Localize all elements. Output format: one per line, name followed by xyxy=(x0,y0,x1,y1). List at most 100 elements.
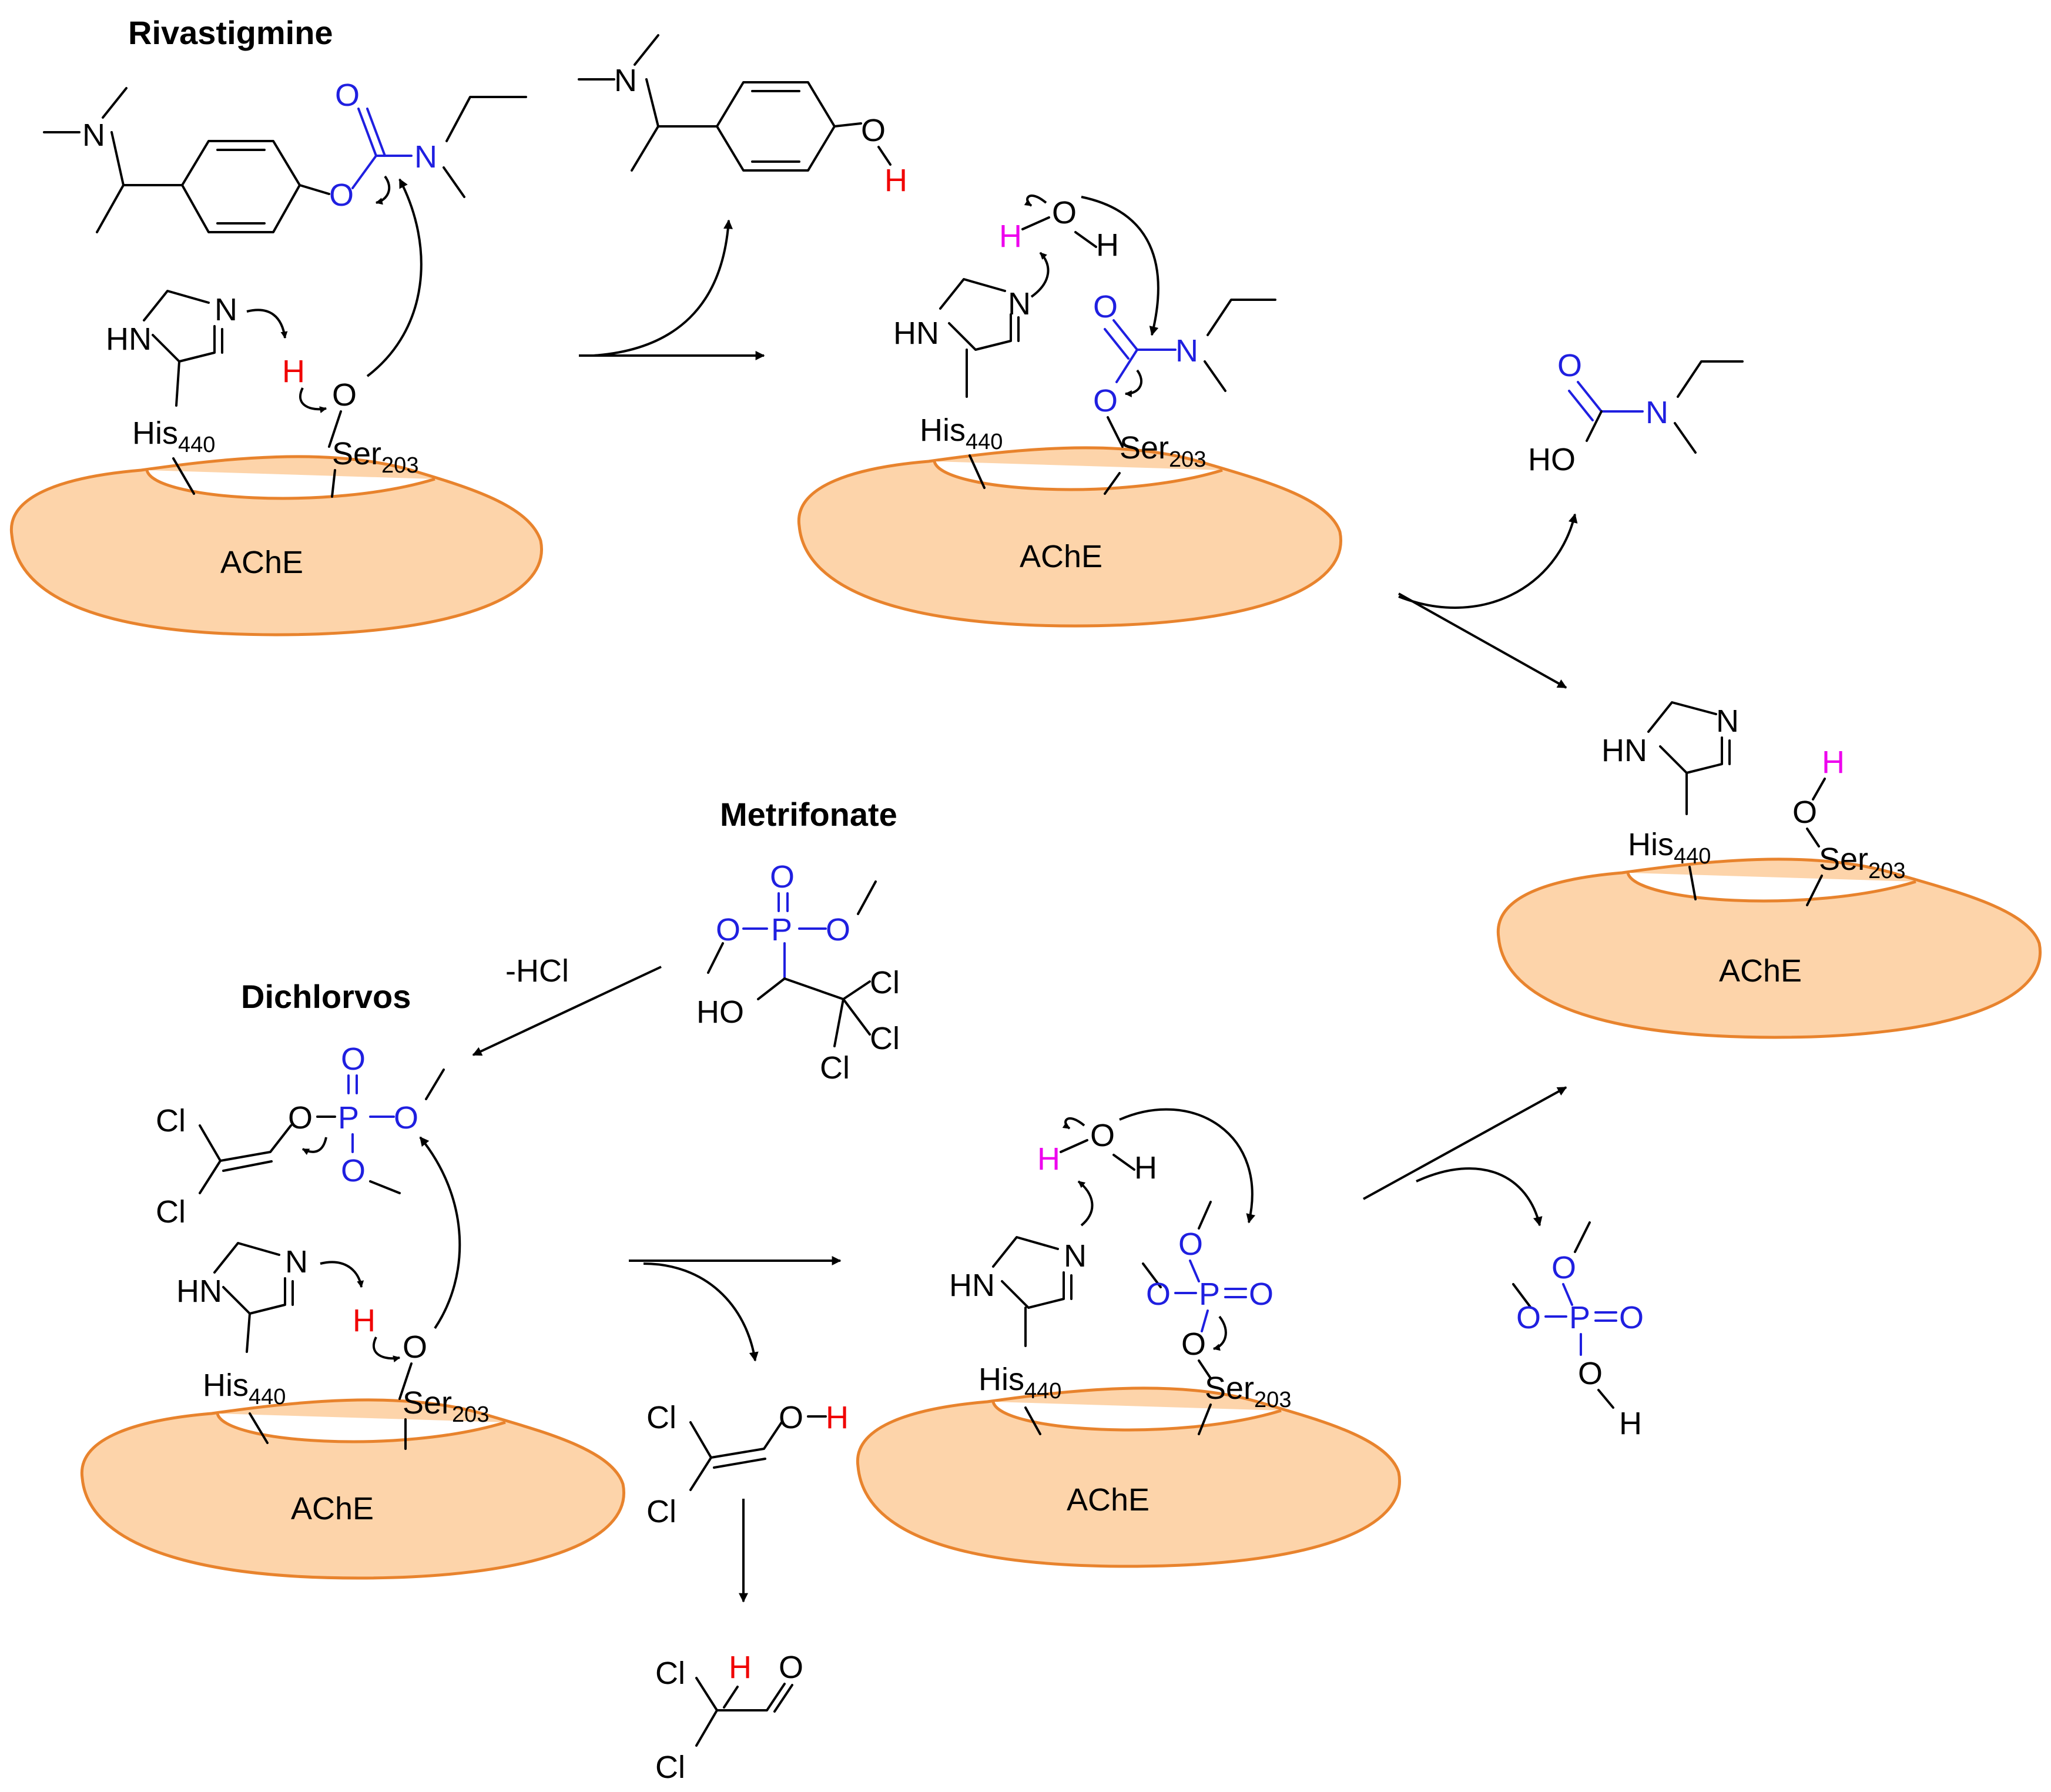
atom-O: O xyxy=(861,113,886,148)
condition-minus-hcl: -HCl xyxy=(505,953,569,989)
ser-4: H O Ser203 xyxy=(353,1136,489,1450)
atom-O: O xyxy=(826,912,850,947)
atom-H: H xyxy=(729,1650,752,1685)
atom-Cl: Cl xyxy=(646,1400,676,1435)
atom-P: P xyxy=(338,1100,359,1136)
atom-HN: HN xyxy=(106,321,152,357)
dichlorvos-structure: Cl Cl O P O O O xyxy=(156,1041,445,1230)
atom-Cl: Cl xyxy=(156,1103,186,1138)
residue-ser: Ser203 xyxy=(1819,842,1905,883)
enzyme-3: AChE xyxy=(1496,858,2042,1039)
atom-O: O xyxy=(1146,1277,1171,1312)
atom-H: H xyxy=(826,1400,849,1435)
enzyme-2: AChE xyxy=(797,446,1342,628)
atom-O: O xyxy=(403,1329,427,1365)
atom-N: N xyxy=(414,139,437,175)
atom-O: O xyxy=(1551,1250,1576,1285)
residue-ser: Ser203 xyxy=(1205,1371,1291,1412)
atom-O: O xyxy=(1090,1118,1115,1153)
atom-O: O xyxy=(1578,1356,1603,1391)
phenol-product: N O H xyxy=(578,34,907,198)
atom-O: O xyxy=(716,912,740,947)
atom-H: H xyxy=(999,219,1022,254)
branch-arrow xyxy=(1398,513,1578,609)
atom-HN: HN xyxy=(893,316,939,351)
branch-arrow xyxy=(1416,1167,1543,1227)
carbamic-acid-product: O N HO xyxy=(1528,348,1744,477)
atom-O: O xyxy=(1516,1300,1541,1335)
atom-O: O xyxy=(1052,195,1077,230)
atom-N: N xyxy=(285,1244,308,1279)
atom-N: N xyxy=(215,292,237,327)
atom-O: O xyxy=(288,1100,313,1136)
atom-H: H xyxy=(1134,1150,1157,1185)
atom-H: H xyxy=(1822,745,1845,780)
title-rivastigmine: Rivastigmine xyxy=(128,14,333,51)
atom-HN: HN xyxy=(176,1274,222,1309)
atom-P: P xyxy=(1199,1277,1220,1312)
atom-N: N xyxy=(1646,395,1668,430)
his-1: HN N His440 xyxy=(106,290,288,495)
residue-his: His440 xyxy=(203,1368,286,1409)
enzyme-label: AChE xyxy=(1067,1482,1150,1518)
residue-ser: Ser203 xyxy=(1120,430,1206,472)
atom-O: O xyxy=(1178,1227,1203,1262)
atom-HO: HO xyxy=(1528,442,1576,477)
dimethyl-phosphate-product: O O P O O H xyxy=(1512,1221,1644,1441)
atom-O: O xyxy=(1792,795,1817,830)
atom-O: O xyxy=(1619,1300,1644,1335)
title-metrifonate: Metrifonate xyxy=(720,796,897,833)
enzyme-label: AChE xyxy=(1020,539,1102,574)
atom-O: O xyxy=(779,1650,803,1685)
residue-his: His440 xyxy=(920,413,1003,454)
atom-Cl: Cl xyxy=(870,1021,900,1056)
reaction-arrow xyxy=(472,966,662,1056)
enzyme-label: AChE xyxy=(291,1491,374,1526)
atom-N: N xyxy=(614,63,637,98)
atom-O: O xyxy=(1093,383,1118,418)
ser-3: H O Ser203 xyxy=(1792,745,1905,906)
residue-ser: Ser203 xyxy=(403,1385,489,1427)
atom-O: O xyxy=(341,1153,366,1188)
atom-N: N xyxy=(82,118,105,153)
water-1: H O H xyxy=(999,194,1159,336)
atom-O: O xyxy=(335,78,360,113)
his-5: HN N His440 xyxy=(949,1180,1094,1435)
rivastigmine-structure: N O O N xyxy=(43,78,527,233)
atom-Cl: Cl xyxy=(655,1750,685,1785)
branch-arrow xyxy=(643,1262,759,1362)
phosphoryl-ser-5: O O P O O Ser203 xyxy=(1142,1201,1291,1435)
atom-O: O xyxy=(329,177,354,213)
residue-his: His440 xyxy=(132,416,215,457)
reaction-arrow xyxy=(1363,1086,1567,1200)
atom-Cl: Cl xyxy=(870,965,900,1000)
atom-N: N xyxy=(1064,1238,1087,1274)
dichloroacetaldehyde-product: Cl Cl H O xyxy=(655,1650,803,1785)
enzyme-label: AChE xyxy=(1719,953,1802,989)
atom-P: P xyxy=(771,912,792,947)
atom-Cl: Cl xyxy=(655,1656,685,1691)
residue-his: His440 xyxy=(1628,827,1711,869)
atom-O: O xyxy=(1557,348,1582,383)
atom-Cl: Cl xyxy=(646,1494,676,1529)
atom-P: P xyxy=(1569,1300,1590,1335)
atom-Cl: Cl xyxy=(820,1050,850,1086)
atom-HN: HN xyxy=(1601,733,1647,768)
atom-H: H xyxy=(1037,1141,1060,1177)
atom-O: O xyxy=(394,1100,418,1136)
enzyme-5: AChE xyxy=(856,1386,1401,1568)
atom-O: O xyxy=(1093,289,1118,324)
atom-H: H xyxy=(1619,1406,1642,1441)
atom-N: N xyxy=(1716,704,1739,739)
carbamyl-ser-2: O N O Ser203 xyxy=(1093,289,1276,495)
ser-1: H O Ser203 xyxy=(282,178,423,498)
enzyme-label: AChE xyxy=(220,545,303,580)
atom-HN: HN xyxy=(949,1268,995,1303)
his-4: HN N His440 xyxy=(176,1242,364,1444)
atom-O: O xyxy=(1181,1327,1206,1362)
atom-Cl: Cl xyxy=(156,1194,186,1230)
enzyme-1: AChE xyxy=(9,455,543,637)
atom-O: O xyxy=(779,1400,803,1435)
atom-O: O xyxy=(1249,1277,1274,1312)
